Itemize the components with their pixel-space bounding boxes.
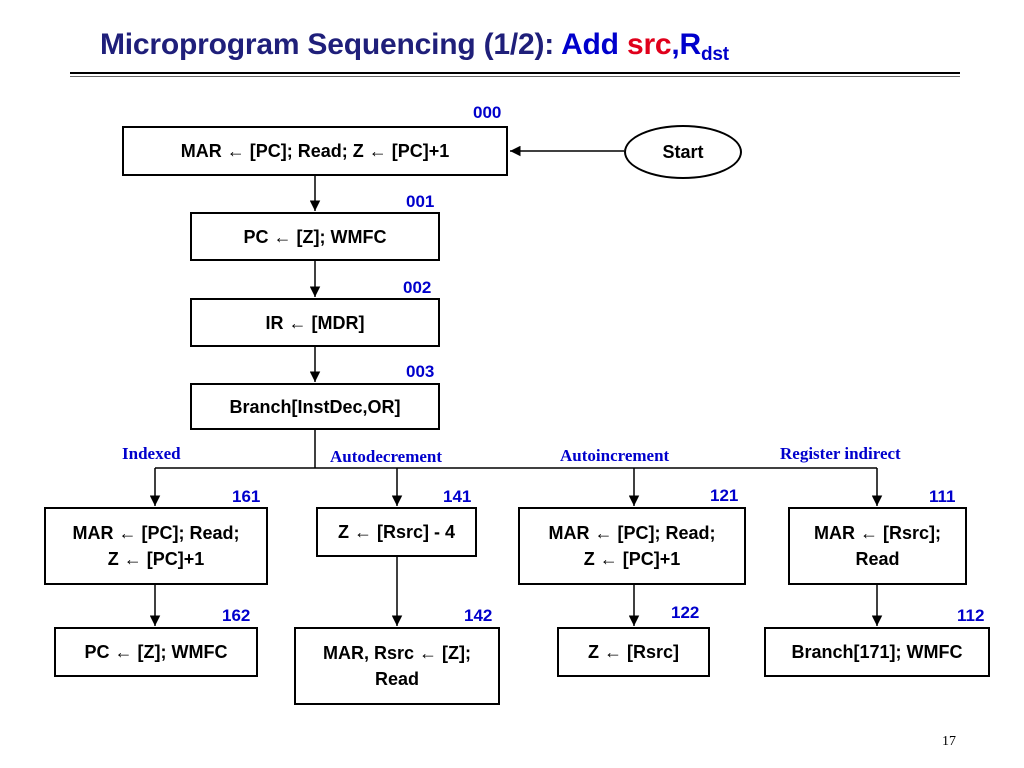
- step-112-text: Branch[171]; WMFC: [791, 642, 963, 662]
- title-underline: [70, 72, 960, 74]
- slide-title: Microprogram Sequencing (1/2): Add src,R…: [100, 28, 729, 66]
- step-141-text: Z ← [Rsrc] - 4: [337, 522, 456, 542]
- step-142-box: MAR, Rsrc ← [Z]; Read: [294, 627, 500, 705]
- title-src: src: [626, 28, 672, 61]
- step-141-box: Z ← [Rsrc] - 4: [316, 507, 477, 557]
- step-001-text: PC ← [Z]; WMFC: [243, 226, 387, 247]
- step-003-box: Branch[InstDec,OR]: [190, 383, 440, 430]
- step-121-line2: Z ← [PC]+1: [583, 549, 681, 569]
- step-122-text: Z ← [Rsrc]: [587, 642, 679, 662]
- address-001: 001: [406, 192, 435, 211]
- step-001-box: PC ← [Z]; WMFC: [190, 212, 440, 261]
- step-122-box: Z ← [Rsrc]: [557, 627, 710, 677]
- start-label: Start: [662, 141, 704, 162]
- address-121: 121: [710, 486, 739, 505]
- page-number: 17: [942, 734, 956, 749]
- address-161: 161: [232, 487, 261, 506]
- title-main: Microprogram Sequencing (1/2):: [100, 28, 562, 61]
- step-002-text: IR ← [MDR]: [265, 312, 365, 333]
- mode-label-indexed: Indexed: [122, 444, 181, 463]
- address-162: 162: [222, 606, 251, 625]
- step-003-text: Branch[InstDec,OR]: [229, 396, 401, 417]
- step-161-line2: Z ← [PC]+1: [107, 549, 205, 569]
- title-dst-subscript: dst: [701, 44, 729, 65]
- address-002: 002: [403, 278, 432, 297]
- step-002-box: IR ← [MDR]: [190, 298, 440, 347]
- step-121-line1: MAR ← [PC]; Read;: [548, 523, 716, 543]
- step-000-box: MAR ← [PC]; Read; Z ← [PC]+1: [122, 126, 508, 176]
- address-142: 142: [464, 606, 493, 625]
- mode-label-autoincrement: Autoincrement: [560, 446, 670, 465]
- step-000-text: MAR ← [PC]; Read; Z ← [PC]+1: [180, 141, 450, 161]
- address-141: 141: [443, 487, 472, 506]
- title-op: Add: [561, 28, 627, 61]
- step-121-box: MAR ← [PC]; Read; Z ← [PC]+1: [518, 507, 746, 585]
- title-comma-r: ,R: [671, 28, 702, 61]
- step-161-line1: MAR ← [PC]; Read;: [72, 523, 240, 543]
- step-111-line1: MAR ← [Rsrc];: [813, 523, 941, 543]
- title-underline-shadow: [70, 76, 960, 77]
- step-111-box: MAR ← [Rsrc]; Read: [788, 507, 967, 585]
- step-111-line2: Read: [855, 549, 900, 569]
- address-112: 112: [957, 606, 985, 625]
- mode-label-register-indirect: Register indirect: [780, 444, 901, 463]
- start-node: Start: [624, 125, 742, 179]
- step-161-box: MAR ← [PC]; Read; Z ← [PC]+1: [44, 507, 268, 585]
- address-122: 122: [671, 603, 700, 622]
- mode-label-autodecrement: Autodecrement: [330, 447, 443, 466]
- address-003: 003: [406, 362, 435, 381]
- step-112-box: Branch[171]; WMFC: [764, 627, 990, 677]
- address-111: 111: [929, 487, 956, 506]
- step-162-box: PC ← [Z]; WMFC: [54, 627, 258, 677]
- step-162-text: PC ← [Z]; WMFC: [84, 642, 228, 662]
- step-142-line1: MAR, Rsrc ← [Z];: [323, 643, 471, 663]
- address-000: 000: [473, 103, 502, 122]
- step-142-line2: Read: [374, 669, 419, 689]
